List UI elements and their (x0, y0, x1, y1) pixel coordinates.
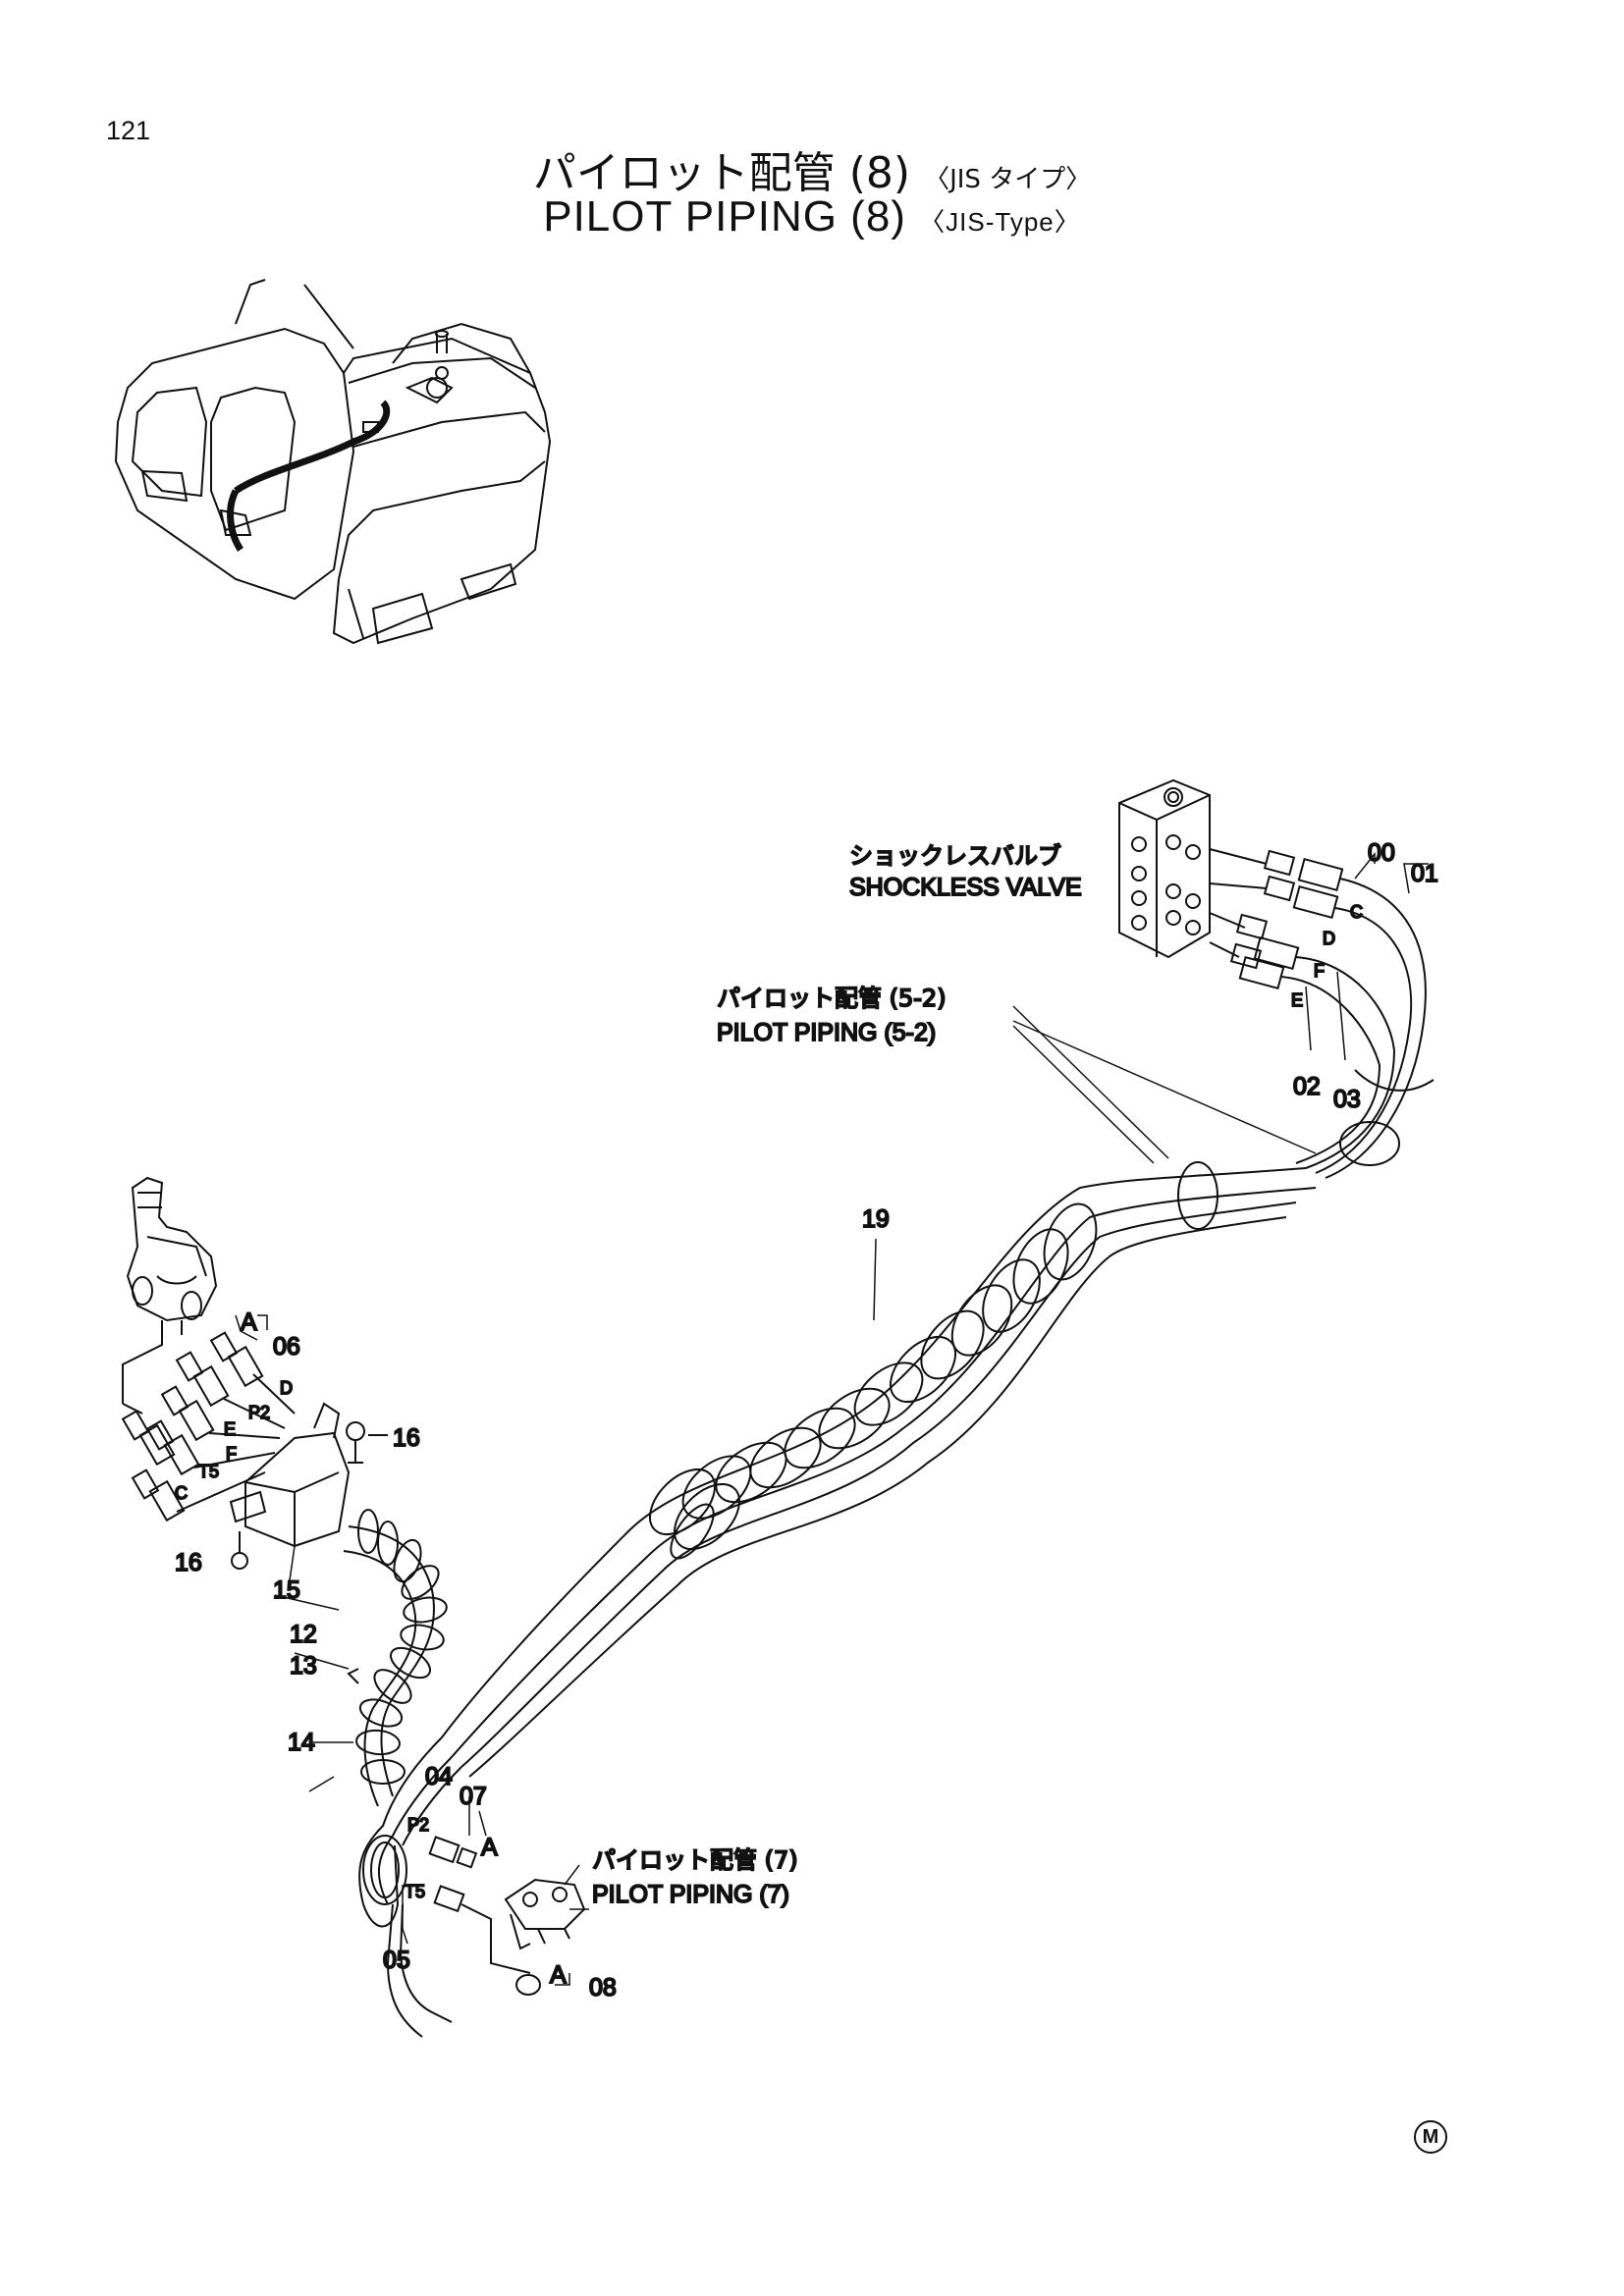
part-number-06: 06 (273, 1333, 300, 1361)
port-letter-p2-left: P2 (248, 1403, 270, 1422)
part-number-04: 04 (425, 1763, 453, 1790)
detail-ref-a-middle: A (481, 1834, 498, 1861)
part-number-02: 02 (1293, 1073, 1321, 1100)
page-number: 121 (106, 116, 151, 145)
part-number-15: 15 (273, 1576, 300, 1604)
part-number-03: 03 (1333, 1086, 1361, 1113)
part-number-05: 05 (383, 1947, 410, 1974)
detail-ref-a-top: A (241, 1308, 257, 1336)
part-number-13: 13 (290, 1652, 317, 1680)
title-english: PILOT PIPING (8) 〈JIS-Type〉 (0, 192, 1624, 241)
manufacturer-mark: M (1414, 2120, 1447, 2154)
part-number-01: 01 (1411, 860, 1438, 887)
port-letter-t5-bottom: T5 (405, 1882, 425, 1901)
shockless-valve-label-en: SHOCKLESS VALVE (849, 874, 1082, 901)
title-ja-main: パイロット配管 (8) (532, 148, 911, 198)
port-letter-d-top: D (1323, 929, 1335, 948)
part-number-12: 12 (290, 1621, 317, 1648)
pilot-piping-7-label-en: PILOT PIPING (7) (592, 1881, 789, 1908)
port-letter-e-top: E (1291, 990, 1303, 1010)
part-number-16-top: 16 (393, 1424, 420, 1452)
bolt-top (346, 1421, 388, 1464)
lower-hose-bundle (358, 1736, 462, 2038)
clamp-bracket (229, 1402, 351, 1548)
port-letter-c-left: C (175, 1483, 188, 1503)
valve-fittings (1209, 848, 1344, 990)
part-number-07: 07 (460, 1783, 487, 1810)
port-letter-t5-left: T5 (198, 1462, 219, 1481)
part-number-14: 14 (288, 1729, 315, 1756)
pilot-valve-left (126, 1176, 218, 1322)
leader-lines (235, 851, 1429, 1986)
pilot-piping-52-label-en: PILOT PIPING (5-2) (717, 1019, 936, 1046)
port-letter-p2-bottom: P2 (407, 1815, 429, 1835)
port-letter-d-left: D (280, 1378, 293, 1398)
excavator-overview-illustration (114, 279, 552, 645)
title-japanese: パイロット配管 (8) 〈JIS タイプ〉 (0, 137, 1624, 200)
pilot-piping-52-label-ja: パイロット配管 (5-2) (717, 985, 947, 1012)
title-en-main: PILOT PIPING (8) (543, 192, 906, 240)
port-letter-f-top: F (1314, 961, 1325, 981)
port-letter-f-left: F (226, 1444, 237, 1464)
title-en-suffix: 〈JIS-Type〉 (919, 207, 1081, 237)
upper-hose-bundle (1280, 878, 1435, 1179)
main-hose-bundle (441, 1161, 1317, 1778)
part-number-16-bottom: 16 (175, 1549, 202, 1576)
shockless-valve-label-ja: ショックレスバルブ (849, 842, 1061, 870)
shockless-valve-block (1118, 778, 1211, 959)
fitting-bank-left (121, 1320, 296, 1522)
detail-ref-a-bottom: A (550, 1961, 567, 1989)
part-number-00: 00 (1368, 839, 1395, 867)
part-number-19: 19 (862, 1205, 890, 1233)
part-number-08: 08 (589, 1974, 617, 2002)
corrugated-tube (343, 1509, 448, 1807)
pilot-piping-7-label-ja: パイロット配管 (7) (592, 1846, 798, 1874)
bolt-bottom (231, 1531, 248, 1570)
port-letter-e-left: E (224, 1419, 236, 1439)
title-ja-suffix: 〈JIS タイプ〉 (924, 165, 1092, 194)
port-letter-c-top: C (1350, 902, 1363, 922)
